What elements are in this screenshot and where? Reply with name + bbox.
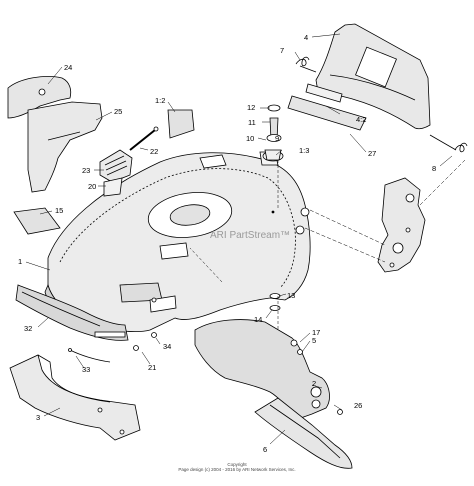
callout-1: 1 — [18, 257, 22, 266]
spring-part-7 — [295, 56, 317, 73]
callout-26: 26 — [354, 401, 362, 410]
spring-part-8 — [429, 134, 468, 153]
fastener-parts — [133, 293, 343, 415]
callout-9: 9 — [275, 134, 279, 143]
callout-14: 14 — [254, 315, 262, 324]
callout-27: 27 — [368, 149, 376, 158]
rod-part — [287, 83, 367, 131]
callout-6: 6 — [263, 445, 267, 454]
copyright-line-1: Copyright — [227, 462, 247, 467]
callout-24: 24 — [64, 63, 72, 72]
height-knob-part — [262, 104, 284, 162]
rear-guard-part — [15, 284, 129, 341]
copyright-line-2: Page design (c) 2004 - 2016 by ARI Netwo… — [178, 467, 296, 472]
callout-2: 2 — [312, 379, 316, 388]
callout-17: 17 — [312, 328, 320, 337]
callout-23: 23 — [82, 166, 90, 175]
callout-5: 5 — [312, 336, 316, 345]
callout-32: 32 — [24, 324, 32, 333]
chute-cover-part — [315, 23, 431, 130]
callout-1-3: 1:3 — [299, 146, 309, 155]
wire-part-33 — [68, 348, 111, 363]
callout-4: 4 — [304, 33, 308, 42]
watermark: ARI PartStream™ — [210, 230, 290, 241]
callout-1-2: 1:2 — [155, 96, 165, 105]
lever-part-22 — [129, 126, 159, 151]
callout-13: 13 — [287, 291, 295, 300]
callout-labels: 24 25 1:2 22 23 20 15 1 32 33 3 34 21 12… — [18, 33, 436, 454]
callout-8: 8 — [432, 164, 436, 173]
callout-12: 12 — [247, 103, 255, 112]
callout-15: 15 — [55, 206, 63, 215]
callout-34: 34 — [163, 342, 171, 351]
bracket-part-23 — [99, 149, 133, 183]
callout-4-2: 4:2 — [356, 115, 366, 124]
callout-11: 11 — [248, 118, 256, 127]
clip-part-20 — [103, 177, 123, 197]
wedge-part-1-2 — [167, 109, 195, 139]
shield-part-25 — [27, 101, 103, 193]
callout-25: 25 — [114, 107, 122, 116]
callout-7: 7 — [280, 46, 284, 55]
discharge-door-part — [194, 319, 330, 421]
cover-part-24 — [7, 76, 72, 119]
callout-10: 10 — [246, 134, 254, 143]
pad-part-15 — [13, 207, 61, 235]
callout-21: 21 — [148, 363, 156, 372]
deck-part — [44, 151, 311, 334]
callout-20: 20 — [88, 182, 96, 191]
callout-3: 3 — [36, 413, 40, 422]
leader-lines — [25, 33, 466, 445]
callout-33: 33 — [82, 365, 90, 374]
trim-strip-part — [254, 397, 353, 469]
callout-22: 22 — [150, 147, 158, 156]
front-baffle-part — [9, 354, 141, 441]
rear-bracket-part — [377, 177, 426, 273]
